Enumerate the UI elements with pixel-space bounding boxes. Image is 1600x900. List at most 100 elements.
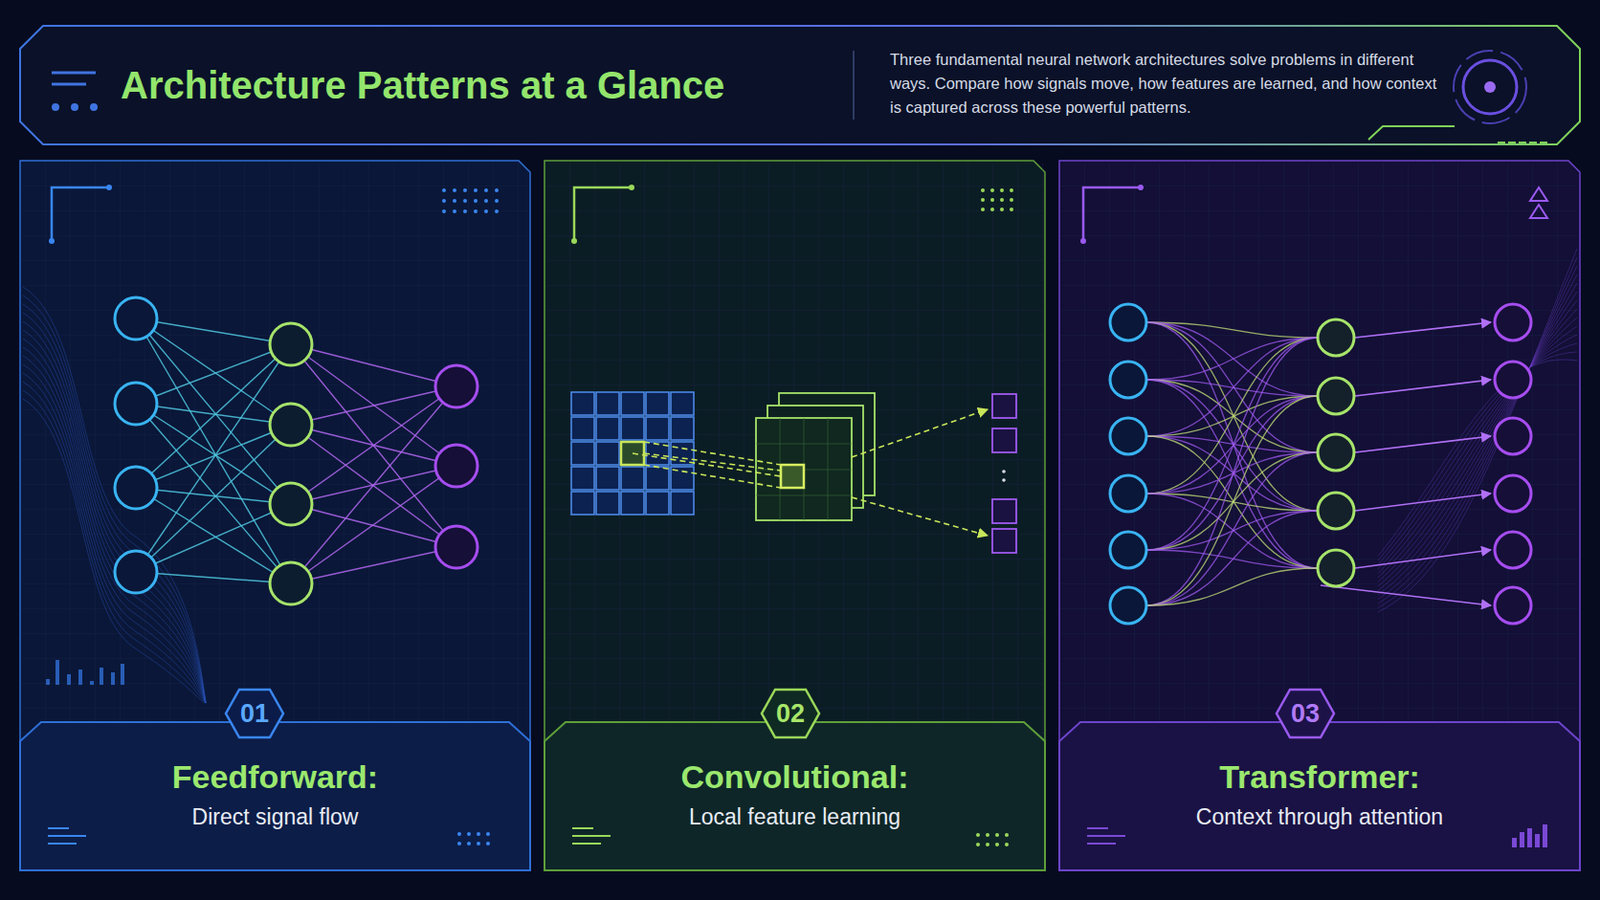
- menu-lines: [47, 827, 69, 830]
- weight-line: [135, 488, 291, 584]
- attention-link: [1146, 550, 1318, 569]
- attention-node: [1317, 377, 1355, 415]
- input-pixel: [571, 392, 595, 416]
- attention-link: [1146, 379, 1318, 453]
- attention-link: [1146, 396, 1318, 437]
- bracket-dot: [1080, 238, 1087, 245]
- input-pixel: [596, 442, 620, 466]
- dot-grid: [457, 842, 462, 846]
- menu-lines: [1087, 835, 1126, 838]
- input-pixel: [621, 491, 645, 515]
- attention-link: [1146, 337, 1318, 437]
- attention-link: [1146, 568, 1318, 606]
- attention-link: [1146, 379, 1318, 569]
- card-description: Direct signal flow: [39, 802, 512, 832]
- attention-link: [1146, 396, 1318, 494]
- weight-line: [135, 403, 291, 505]
- ellipsis-dot: [1001, 469, 1006, 474]
- attention-link: [1146, 452, 1318, 606]
- attention-link: [1146, 436, 1318, 569]
- weight-line: [135, 318, 291, 425]
- attention-link: [1146, 511, 1318, 551]
- dot-grid: [1009, 188, 1014, 193]
- input-pixel: [670, 417, 694, 441]
- dot-grid: [486, 842, 490, 846]
- dot-grid: [457, 832, 462, 837]
- input-pixel: [621, 392, 645, 416]
- card-background: [1059, 160, 1580, 871]
- wave-line: [22, 381, 206, 704]
- output-arrow: [1320, 585, 1491, 606]
- input-neuron: [114, 297, 157, 340]
- attention-link: [1146, 493, 1318, 512]
- output-arrow: [1355, 550, 1491, 569]
- weight-line: [135, 424, 291, 573]
- attention-link: [1146, 322, 1318, 453]
- dot-grid: [484, 188, 489, 193]
- dot-grid: [1000, 207, 1004, 212]
- hidden-neuron: [269, 483, 312, 526]
- bar-decoration: [1511, 838, 1517, 848]
- wave-line: [1377, 274, 1578, 600]
- weight-line: [135, 403, 291, 584]
- dot-grid: [494, 199, 499, 203]
- output-unit: [992, 428, 1017, 453]
- input-neuron: [114, 466, 157, 510]
- wave-line: [22, 399, 206, 704]
- weight-line: [290, 547, 457, 584]
- kernel-projection: [644, 465, 781, 489]
- weight-line: [290, 344, 457, 467]
- input-pixel: [645, 392, 669, 416]
- weight-line: [290, 466, 457, 584]
- header-divider: [852, 50, 855, 120]
- transformer-tokens: [1110, 304, 1532, 624]
- dot-grid: [473, 209, 478, 214]
- hidden-neuron: [269, 562, 312, 605]
- bracket-dot: [48, 238, 55, 245]
- bar-decoration: [120, 664, 125, 686]
- attention-link: [1146, 337, 1318, 380]
- attention-link: [1146, 379, 1318, 512]
- dot-grid: [476, 842, 481, 846]
- corner-bracket: [1083, 187, 1141, 242]
- attention-link: [1146, 379, 1318, 397]
- dot-grid: [484, 209, 489, 214]
- wave-line: [22, 390, 206, 704]
- feature-map: [755, 418, 852, 521]
- dot-grid: [985, 843, 990, 847]
- card-description: Context through attention: [1078, 802, 1561, 832]
- output-token: [1494, 418, 1532, 455]
- weight-line: [290, 344, 457, 387]
- wave-line: [1377, 300, 1578, 587]
- dot-grid: [452, 209, 457, 214]
- input-token: [1110, 418, 1147, 455]
- weight-line: [290, 424, 457, 467]
- output-token: [1494, 587, 1532, 624]
- dot-grid: [980, 198, 985, 202]
- weight-line: [135, 344, 291, 573]
- kernel-window: [621, 442, 645, 466]
- attention-link: [1146, 322, 1318, 338]
- dot-grid: [463, 188, 467, 193]
- wave-line: [1377, 326, 1578, 575]
- bar-decoration: [55, 660, 60, 686]
- output-token: [1494, 532, 1532, 569]
- feature-grid: [803, 418, 805, 521]
- card-heading: Feedforward:: [39, 757, 512, 797]
- header-menu-icon: [51, 72, 97, 111]
- menu-lines: [1087, 827, 1109, 830]
- attention-node: [1317, 319, 1355, 356]
- callout-number: 03: [1274, 688, 1336, 740]
- bar-decoration: [66, 674, 71, 686]
- input-token: [1110, 532, 1147, 569]
- dot-grid: [463, 209, 467, 214]
- wave-line: [22, 364, 206, 704]
- output-token: [1494, 475, 1532, 512]
- dot-grid: [1009, 207, 1014, 212]
- output-neuron: [435, 444, 478, 488]
- weight-line: [135, 572, 291, 584]
- attention-node: [1317, 492, 1355, 530]
- dot-grid: [473, 188, 478, 193]
- wave-line: [1377, 309, 1578, 583]
- dot-grid: [976, 843, 980, 847]
